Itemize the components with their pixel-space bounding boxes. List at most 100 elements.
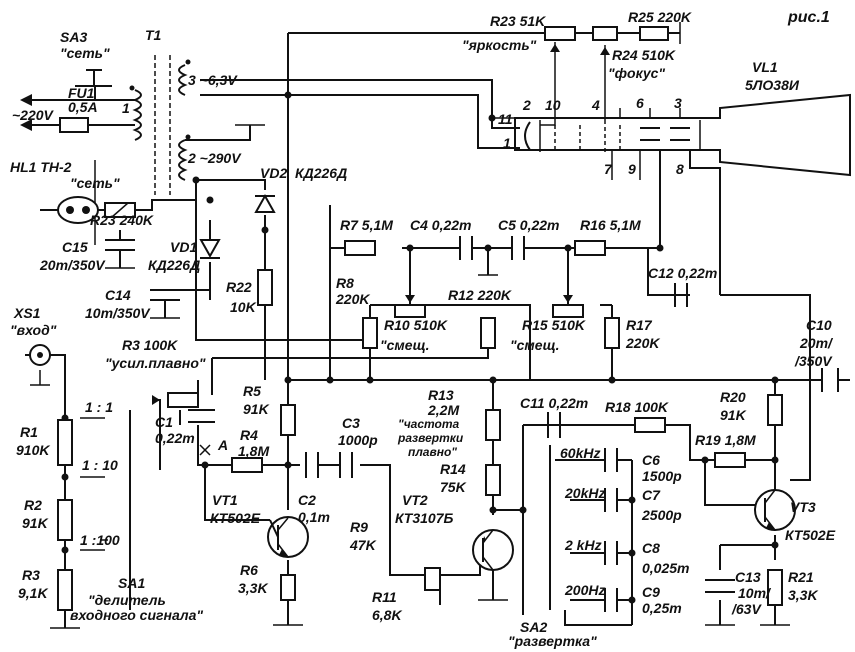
resistor-r8 [362, 317, 378, 349]
resistor-r22 [257, 269, 273, 306]
label-r23-brightness: R23 51K [490, 13, 546, 29]
label-r23: R23 240K [90, 212, 154, 228]
label-sa3: SA3 [60, 29, 87, 45]
label-c13-value1: 10m/ [738, 585, 772, 601]
capacitor-c4 [459, 236, 473, 260]
label-c10: C10 [806, 317, 832, 333]
label-r2-value: 91K [22, 515, 49, 531]
label-r4: R4 [240, 427, 258, 443]
potentiometer-r24-focus [592, 26, 618, 41]
r23-wiper [550, 44, 560, 52]
label-r9: R9 [350, 519, 368, 535]
capacitor-c1 [188, 409, 215, 423]
label-r3-gain: R3 100K [122, 337, 178, 353]
label-sa3-name: "сеть" [60, 45, 110, 61]
potentiometer-r23-brightness [544, 26, 576, 41]
resistor-r16 [574, 240, 606, 256]
label-mains: ~220V [12, 107, 55, 123]
label-r3: R3 [22, 567, 40, 583]
label-r3-gain-name: "усил.плавно" [105, 355, 206, 371]
label-t1-w2: 2 ~290V [187, 150, 242, 166]
lamp-hl1 [57, 196, 99, 224]
label-r20-value: 91K [720, 407, 747, 423]
label-r9-value: 47K [349, 537, 377, 553]
resistor-r1 [57, 419, 73, 466]
label-r14: R14 [440, 461, 466, 477]
resistor-r18 [634, 417, 666, 433]
capacitor-c6 [604, 448, 632, 472]
label-c14: C14 [105, 287, 131, 303]
r24-wiper [600, 47, 610, 55]
label-r13-name3: плавно" [408, 445, 457, 459]
label-r14-value: 75K [440, 479, 467, 495]
label-hl1-name: "сеть" [70, 175, 120, 191]
potentiometer-r3-gain [167, 392, 199, 408]
label-c3: C3 [342, 415, 360, 431]
label-r8-value: 220K [335, 291, 370, 307]
switch-sa3 [75, 69, 112, 87]
label-r13-name2: развертки [397, 431, 464, 445]
label-r1: R1 [20, 424, 38, 440]
label-r25: R25 220K [628, 9, 692, 25]
label-r19: R19 1,8M [695, 432, 756, 448]
label-vl1-type: 5ЛО38И [745, 77, 800, 93]
r15-wiper [563, 295, 573, 303]
capacitor-c14 [150, 289, 210, 319]
transistor-vt3 [754, 489, 796, 531]
label-r22: R22 [226, 279, 252, 295]
label-c4: C4 0,22m [410, 217, 471, 233]
figure-title: рис.1 [787, 9, 830, 26]
label-div1: 1 : 1 [85, 399, 113, 415]
label-r18: R18 100K [605, 399, 669, 415]
resistor-r14 [485, 464, 501, 496]
potentiometer-r11 [424, 567, 441, 591]
label-c15-value: 20m/350V [39, 257, 106, 273]
label-sa1-name2: входного сигнала" [70, 607, 203, 623]
label-r12: R12 220K [448, 287, 512, 303]
point-a-cross [199, 444, 211, 456]
label-c7-value: 2500p [641, 507, 682, 523]
label-c2-value: 0,1m [298, 509, 330, 525]
capacitor-c7 [604, 488, 632, 512]
label-c1: C1 [155, 414, 173, 430]
label-c1-value: 0,22m [155, 430, 195, 446]
label-c5: C5 0,22m [498, 217, 559, 233]
label-fu1-value: 0,5А [68, 99, 98, 115]
label-c6: C6 [642, 452, 660, 468]
label-r24-name: "фокус" [608, 65, 665, 81]
junctions [61, 91, 779, 604]
label-f200: 200Hz [564, 582, 605, 598]
label-r21-value: 3,3K [788, 587, 818, 603]
label-div10: 1 : 10 [82, 457, 118, 473]
potentiometer-r13 [485, 409, 501, 441]
label-vl1: VL1 [752, 59, 778, 75]
resistor-r19 [714, 452, 746, 468]
pin-1: 1 [503, 135, 511, 151]
label-c9-value: 0,25m [642, 600, 682, 616]
mains-arrows [20, 94, 32, 131]
label-r6: R6 [240, 562, 258, 578]
label-point-a: A [217, 437, 228, 453]
label-r10: R10 510K [384, 317, 448, 333]
label-r21: R21 [788, 569, 814, 585]
label-c10-value2: /350V [794, 353, 833, 369]
label-f2: 2 kHz [564, 537, 602, 553]
diode-vd2 [254, 193, 276, 213]
label-r1-value: 910K [16, 442, 50, 458]
label-f60: 60kHz [560, 445, 600, 461]
fuse-fu1 [59, 117, 89, 133]
potentiometer-r10 [394, 304, 426, 318]
label-c2: C2 [298, 492, 316, 508]
capacitor-c11 [547, 412, 561, 438]
label-sa1-name1: "делитель [88, 592, 166, 608]
label-c7: C7 [642, 487, 661, 503]
capacitor-c2 [305, 452, 319, 478]
label-f20: 20kHz [564, 485, 605, 501]
label-vd1-type: КД226Д [148, 257, 200, 273]
label-vd2-type: КД226Д [295, 165, 347, 181]
resistor-r20 [767, 394, 783, 426]
label-r22-value: 10K [230, 299, 257, 315]
potentiometer-r15 [552, 304, 584, 318]
label-r13-name1: "частота [398, 417, 460, 431]
label-t1: Т1 [145, 27, 162, 43]
